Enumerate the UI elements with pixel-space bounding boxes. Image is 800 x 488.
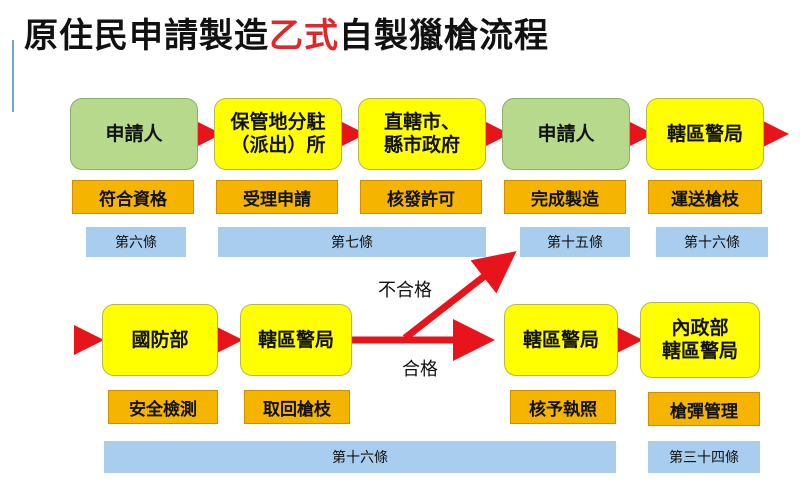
tag-eligible: 符合資格 <box>72 180 194 214</box>
node-district-police-1: 轄區警局 <box>646 98 764 170</box>
law-article-34: 第三十四條 <box>648 441 760 473</box>
law-article-7: 第七條 <box>218 227 486 257</box>
tag-accept-application: 受理申請 <box>216 180 338 214</box>
accent-bar <box>12 40 14 112</box>
law-article-15: 第十五條 <box>520 227 630 257</box>
label-fail: 不合格 <box>378 280 432 301</box>
node-city-government: 直轄市、 縣市政府 <box>358 98 486 170</box>
label-pass: 合格 <box>402 359 438 380</box>
node-district-police-3: 轄區警局 <box>504 304 618 376</box>
node-interior-ministry-police: 內政部 轄區警局 <box>640 302 760 378</box>
node-police-station: 保管地分駐 （派出）所 <box>214 98 342 170</box>
law-article-16-a: 第十六條 <box>656 227 768 257</box>
page-title: 原住民申請製造乙式自製獵槍流程 <box>24 8 549 57</box>
title-highlight: 乙式 <box>269 16 339 56</box>
tag-manufacture-complete: 完成製造 <box>504 180 626 214</box>
node-applicant-2: 申請人 <box>502 98 630 170</box>
tag-grant-license: 核予執照 <box>510 390 616 424</box>
tag-gun-management: 槍彈管理 <box>648 392 760 426</box>
title-suffix: 自製獵槍流程 <box>339 16 549 56</box>
tag-issue-permit: 核發許可 <box>360 180 482 214</box>
node-defense-ministry: 國防部 <box>102 304 218 376</box>
law-article-6: 第六條 <box>86 227 186 257</box>
arrow-fail <box>402 251 517 341</box>
law-article-16-b: 第十六條 <box>104 441 616 473</box>
node-applicant-1: 申請人 <box>70 98 198 170</box>
tag-safety-inspection: 安全檢測 <box>108 390 218 424</box>
node-district-police-2: 轄區警局 <box>240 304 352 376</box>
tag-transport-gun: 運送槍枝 <box>648 180 762 214</box>
tag-retrieve-gun: 取回槍枝 <box>244 390 350 424</box>
title-prefix: 原住民申請製造 <box>24 16 269 56</box>
